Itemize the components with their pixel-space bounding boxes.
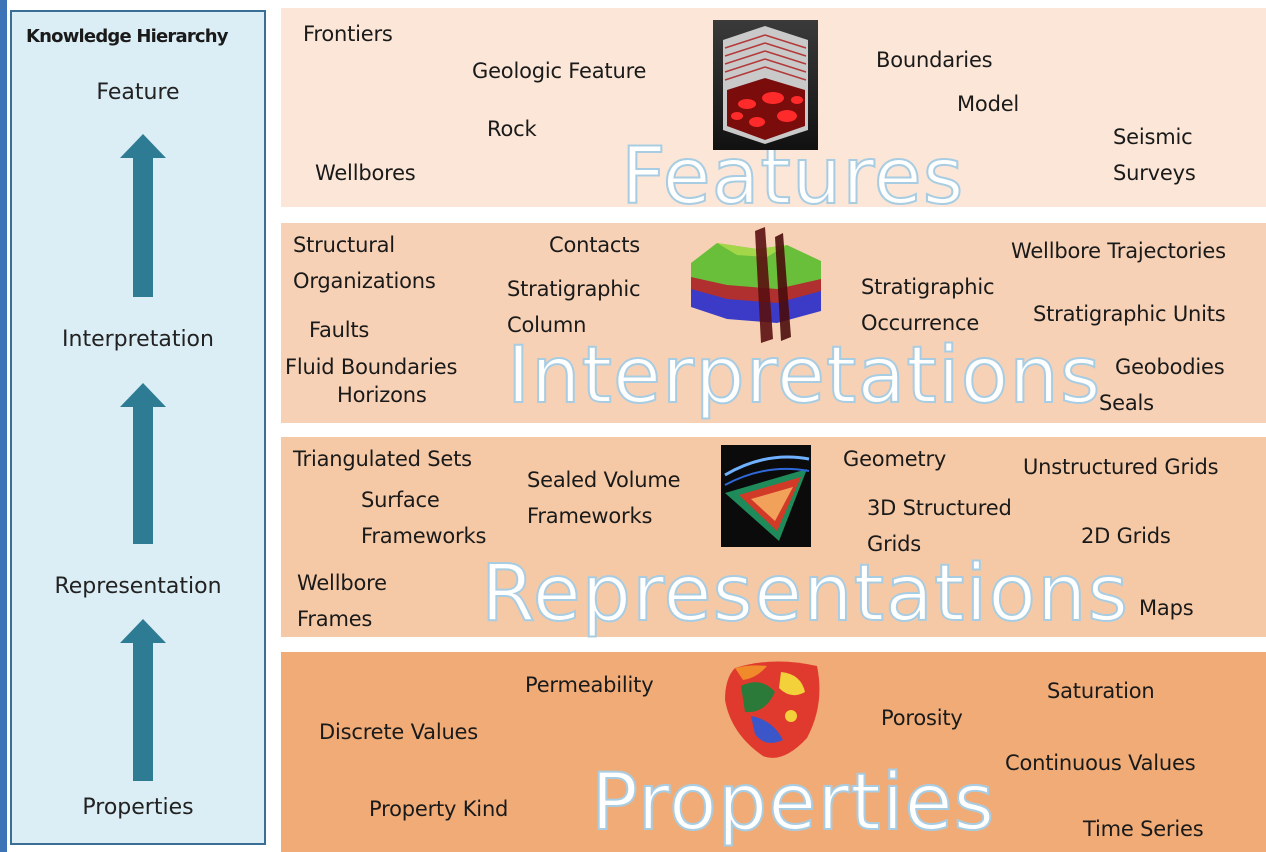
representation-item: 3D Structured Grids [867,496,1012,556]
representations-band: Representations Triangulated Sets Surfac… [281,437,1266,637]
interpretation-item: Geobodies [1115,355,1225,379]
level-interpretation-label: Interpretation [62,327,214,352]
horizon-surface-image [691,227,821,343]
property-item: Saturation [1047,679,1155,703]
up-arrow-icon [120,383,166,544]
up-arrow-icon [120,619,166,781]
representation-item: Wellbore Frames [297,571,387,631]
representation-item: Maps [1139,596,1194,620]
interpretation-item: Contacts [549,233,641,257]
feature-item: Wellbores [315,161,416,185]
interpretation-item: Stratigraphic Column [507,277,641,337]
feature-item: Rock [487,117,537,141]
representation-item: Geometry [843,447,947,471]
property-item: Property Kind [369,797,509,821]
property-item: Continuous Values [1005,751,1196,775]
level-properties-label: Properties [82,795,194,820]
seismic-cube-image [713,20,818,150]
interpretation-item: Stratigraphic Units [1033,302,1226,326]
level-feature-label: Feature [96,80,180,105]
interpretation-item: Structural Organizations [293,233,436,293]
feature-item: Geologic Feature [472,59,647,83]
interpretation-item: Wellbore Trajectories [1011,239,1226,263]
features-heading: Features [620,132,965,222]
features-band: Features Frontiers Geologic Feature Rock… [281,8,1266,217]
left-edge-strip [0,0,7,852]
feature-item: Model [957,92,1020,116]
property-item: Permeability [525,673,654,697]
representation-item: Sealed Volume Frameworks [527,468,681,528]
interpretation-item: Stratigraphic Occurrence [861,275,995,335]
sealed-volume-image [721,445,811,547]
properties-band: Properties Permeability Discrete Values … [281,652,1266,852]
representation-item: 2D Grids [1081,524,1171,548]
property-item: Time Series [1083,817,1204,841]
feature-item: Frontiers [303,22,393,46]
hierarchy-title: Knowledge Hierarchy [26,26,229,47]
interpretations-heading: Interpretations [506,331,1102,421]
representations-heading: Representations [480,549,1130,639]
representation-item: Surface Frameworks [361,488,487,548]
representation-item: Unstructured Grids [1023,455,1219,479]
interpretation-item: Horizons [337,383,427,407]
up-arrow-icon [120,134,166,297]
interpretation-item: Faults [309,318,370,342]
interpretations-band: Interpretations Structural Organizations… [281,223,1266,423]
feature-item: Boundaries [876,48,993,72]
properties-heading: Properties [590,758,996,848]
property-item: Discrete Values [319,720,479,744]
representation-item: Triangulated Sets [293,447,472,471]
interpretation-item: Seals [1099,391,1154,415]
interpretation-item: Fluid Boundaries [285,355,458,379]
property-item: Porosity [881,706,963,730]
knowledge-hierarchy-panel: Knowledge Hierarchy Feature Interpretati… [10,10,266,845]
level-representation-label: Representation [54,574,222,599]
property-map-image [725,661,820,758]
feature-item: Seismic Surveys [1113,125,1196,185]
